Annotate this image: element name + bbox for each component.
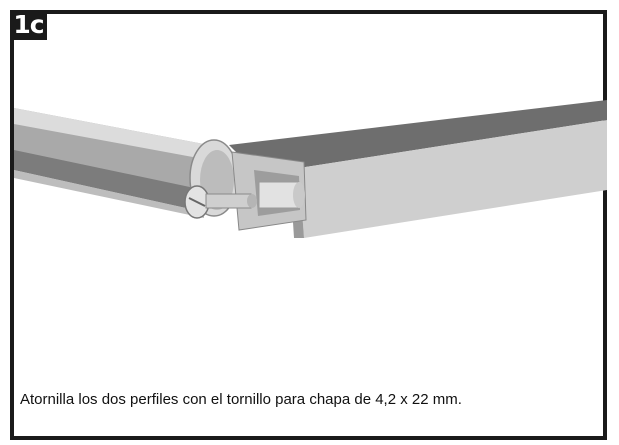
profiles-assembly-illustration bbox=[14, 100, 607, 238]
right-profile-top-face bbox=[229, 100, 607, 168]
inner-sleeve bbox=[258, 181, 300, 209]
screw-shank bbox=[205, 193, 252, 209]
right-profile-front-face bbox=[299, 120, 607, 238]
left-rail bbox=[14, 170, 204, 218]
step-number-badge: 1c bbox=[10, 10, 47, 40]
screw-tip bbox=[247, 194, 257, 208]
left-tube-shade bbox=[14, 150, 204, 212]
left-tube-highlight bbox=[14, 108, 209, 160]
inner-sleeve-end bbox=[293, 182, 305, 208]
screw-slot bbox=[188, 197, 206, 207]
instruction-caption: Atornilla los dos perfiles con el tornil… bbox=[20, 391, 462, 408]
